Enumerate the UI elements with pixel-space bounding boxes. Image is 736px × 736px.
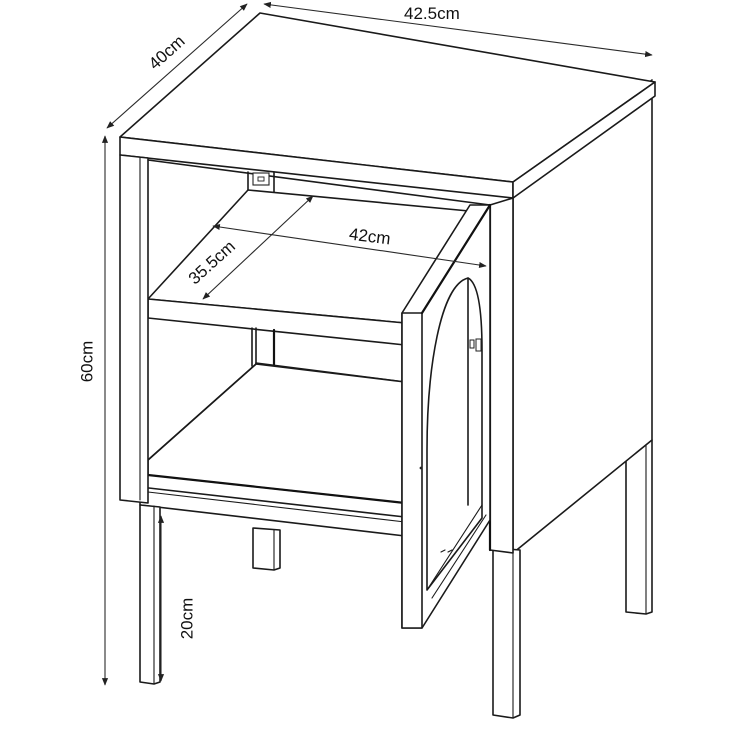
label-shelf-width: 42cm: [347, 224, 392, 249]
right-frame-post: [488, 197, 514, 554]
cabinet-top: [119, 12, 656, 199]
label-height-total: 60cm: [77, 340, 97, 383]
label-width-top: 42.5cm: [404, 4, 460, 23]
left-frame-post: [119, 154, 149, 504]
label-leg-height: 20cm: [177, 597, 197, 640]
open-door[interactable]: [401, 203, 492, 629]
front-left-leg: [139, 504, 161, 685]
front-right-leg: [492, 547, 521, 719]
back-left-leg: [252, 527, 281, 571]
dimension-lines: [101, 1, 653, 686]
back-right-leg: [625, 439, 653, 615]
